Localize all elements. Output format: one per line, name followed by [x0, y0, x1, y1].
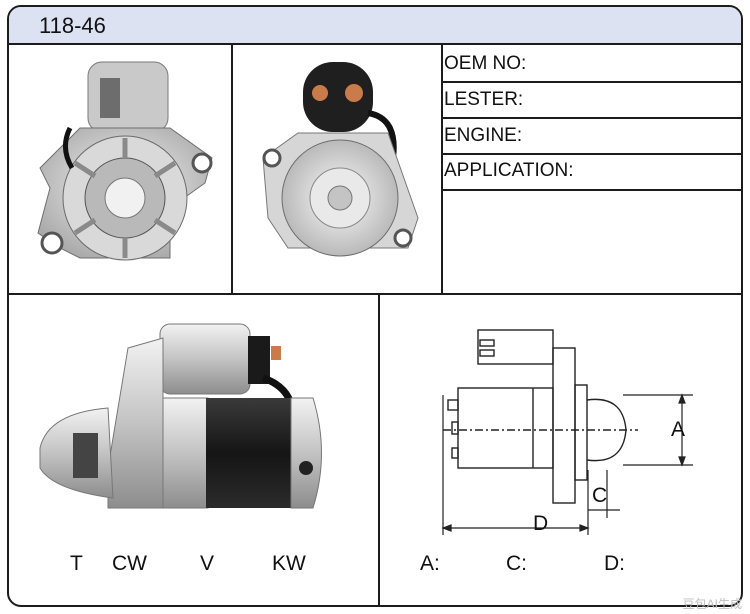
label-t: T [70, 552, 83, 575]
drawing-dimension-c: C [592, 484, 608, 507]
spec-row-divider-2 [441, 117, 741, 119]
divider-top-left [231, 45, 233, 295]
application-label: APPLICATION: [444, 160, 574, 181]
spec-row-divider-1 [441, 81, 741, 83]
drawing-dimension-d: D [533, 512, 549, 535]
drawing-dimension-a: A [671, 418, 686, 441]
divider-top-right [441, 45, 443, 295]
label-c: C: [506, 552, 527, 575]
divider-middle [9, 293, 741, 295]
oem-no-label: OEM NO: [444, 53, 527, 74]
spec-row-divider-4 [441, 189, 741, 191]
title-bar: 118-46 [9, 7, 741, 45]
watermark: 豆包AI生成 [682, 597, 742, 611]
lester-label: LESTER: [444, 89, 524, 110]
label-a: A: [420, 552, 440, 575]
starter-front-view-photo [37, 61, 213, 261]
starter-side-view-photo [39, 323, 322, 509]
starter-rear-view-photo [262, 62, 419, 257]
spec-row-divider-3 [441, 153, 741, 155]
divider-bottom [378, 295, 380, 605]
engine-label: ENGINE: [444, 125, 523, 146]
label-kw: KW [272, 552, 306, 575]
starter-dimension-drawing [441, 329, 693, 535]
label-cw: CW [112, 552, 147, 575]
label-v: V [200, 552, 215, 575]
label-d: D: [604, 552, 625, 575]
part-number-title: 118-46 [39, 13, 106, 38]
